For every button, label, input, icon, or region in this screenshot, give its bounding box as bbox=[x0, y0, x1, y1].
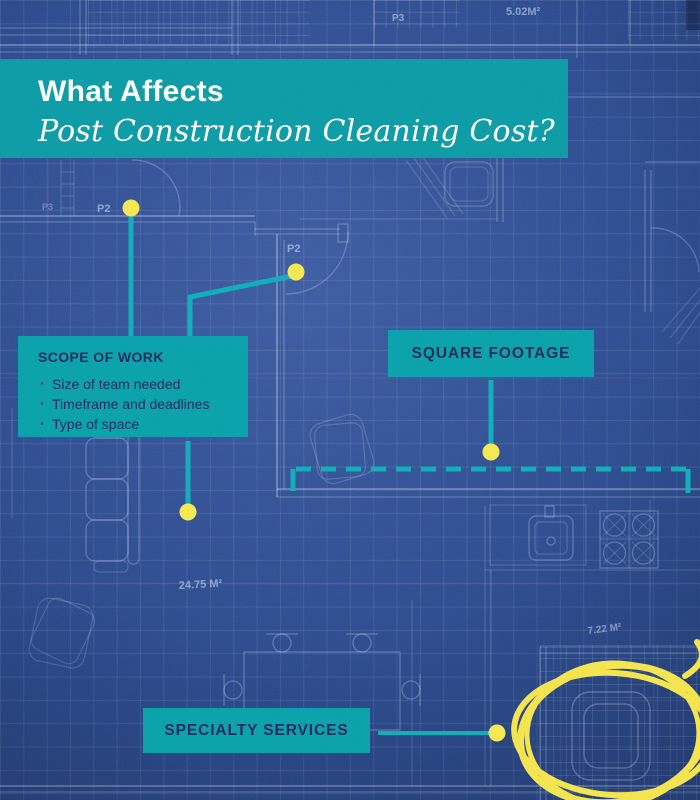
specialty-services-label: SPECIALTY SERVICES bbox=[164, 721, 349, 739]
scope-list-item: Size of team needed bbox=[38, 373, 238, 394]
header-title: What Affects bbox=[38, 75, 224, 108]
callout-scope-of-work: SCOPE OF WORK Size of team needed Timefr… bbox=[18, 336, 248, 437]
callout-square-footage: SQUARE FOOTAGE bbox=[388, 330, 594, 377]
header-banner: What Affects Post Construction Cleaning … bbox=[0, 59, 568, 158]
header-subtitle: Post Construction Cleaning Cost? bbox=[38, 114, 555, 149]
callout-specialty-services: SPECIALTY SERVICES bbox=[143, 708, 370, 753]
scope-list: Size of team needed Timeframe and deadli… bbox=[38, 373, 238, 434]
scope-list-item: Timeframe and deadlines bbox=[38, 393, 238, 414]
square-footage-label: SQUARE FOOTAGE bbox=[411, 344, 571, 362]
scope-list-item: Type of space bbox=[38, 413, 238, 434]
scope-title: SCOPE OF WORK bbox=[38, 349, 164, 365]
